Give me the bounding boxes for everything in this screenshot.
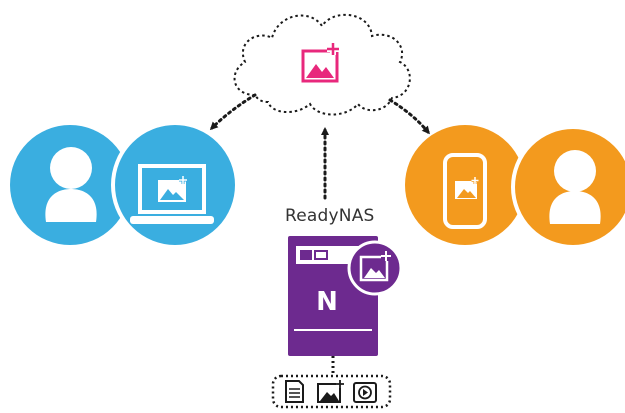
left-laptop-icon [111, 121, 239, 249]
nas-photo-badge-icon [347, 240, 403, 296]
left-user-icon [10, 125, 130, 245]
arrow-cloud-to-left [209, 93, 257, 131]
cloud-photo-add-icon [301, 43, 339, 83]
video-play-icon [353, 382, 377, 403]
right-user-icon [511, 125, 625, 249]
right-phone-icon [405, 125, 525, 245]
sync-arrows [209, 93, 430, 200]
photo-add-icon [317, 380, 344, 403]
document-icon [285, 380, 304, 403]
nas-logo-letter: N [316, 287, 338, 317]
file-types-box [271, 374, 392, 409]
arrow-cloud-to-right [388, 98, 430, 135]
device-label: ReadyNAS [285, 206, 375, 226]
